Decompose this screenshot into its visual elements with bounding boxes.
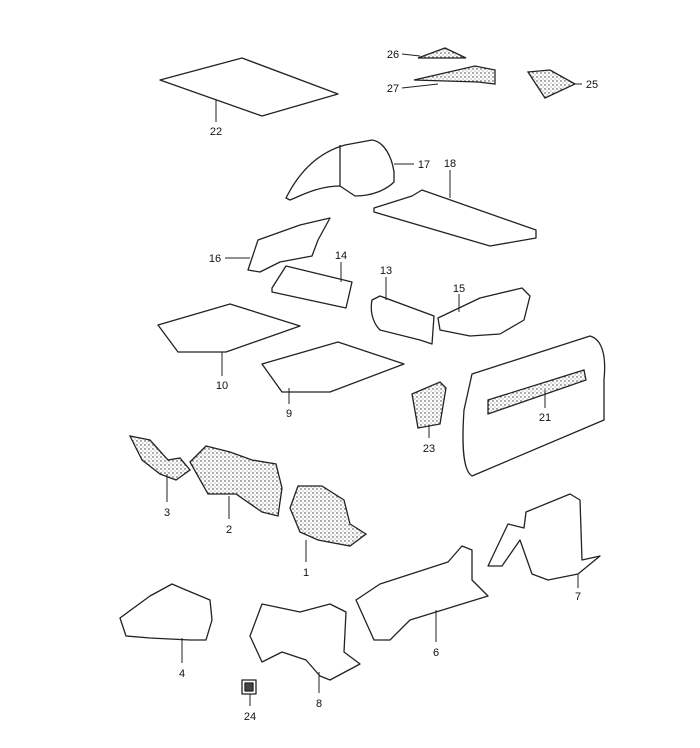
label-17: 17: [418, 159, 430, 171]
label-25: 25: [586, 79, 598, 91]
part-18[interactable]: 18: [373, 158, 537, 247]
part-16[interactable]: 16: [209, 217, 331, 273]
part-2[interactable]: 2: [189, 445, 283, 536]
label-7: 7: [575, 591, 581, 603]
label-9: 9: [286, 408, 292, 420]
part-3[interactable]: 3: [128, 435, 191, 519]
part-14[interactable]: 14: [271, 250, 353, 309]
part-6[interactable]: 6: [355, 545, 489, 659]
label-14: 14: [335, 250, 347, 262]
label-1: 1: [303, 567, 309, 579]
part-22[interactable]: 22: [159, 57, 339, 138]
label-6: 6: [433, 647, 439, 659]
part-15[interactable]: 15: [437, 283, 531, 337]
label-2: 2: [226, 524, 232, 536]
part-10[interactable]: 10: [157, 303, 301, 392]
part-23[interactable]: 23: [411, 381, 447, 455]
label-24: 24: [244, 711, 256, 723]
label-23: 23: [423, 443, 435, 455]
label-21: 21: [539, 412, 551, 424]
label-13: 13: [380, 265, 392, 277]
label-16: 16: [209, 253, 221, 265]
part-17[interactable]: 17: [285, 139, 430, 201]
part-21[interactable]: 21: [462, 335, 606, 477]
part-9[interactable]: 9: [261, 341, 405, 420]
part-8[interactable]: 8: [249, 603, 361, 710]
part-1[interactable]: 1: [289, 485, 368, 579]
part-26[interactable]: 26: [387, 47, 467, 61]
label-15: 15: [453, 283, 465, 295]
part-13[interactable]: 13: [370, 265, 435, 345]
label-4: 4: [179, 668, 185, 680]
part-27[interactable]: 27: [387, 65, 496, 95]
part-4[interactable]: 4: [119, 583, 213, 680]
label-27: 27: [387, 83, 399, 95]
label-10: 10: [216, 380, 228, 392]
part-7[interactable]: 7: [487, 493, 601, 603]
label-18: 18: [444, 158, 456, 170]
part-24[interactable]: 24: [241, 679, 257, 723]
label-22: 22: [210, 126, 222, 138]
label-8: 8: [316, 698, 322, 710]
part-25[interactable]: 25: [526, 69, 598, 99]
label-26: 26: [387, 49, 399, 61]
label-3: 3: [164, 507, 170, 519]
